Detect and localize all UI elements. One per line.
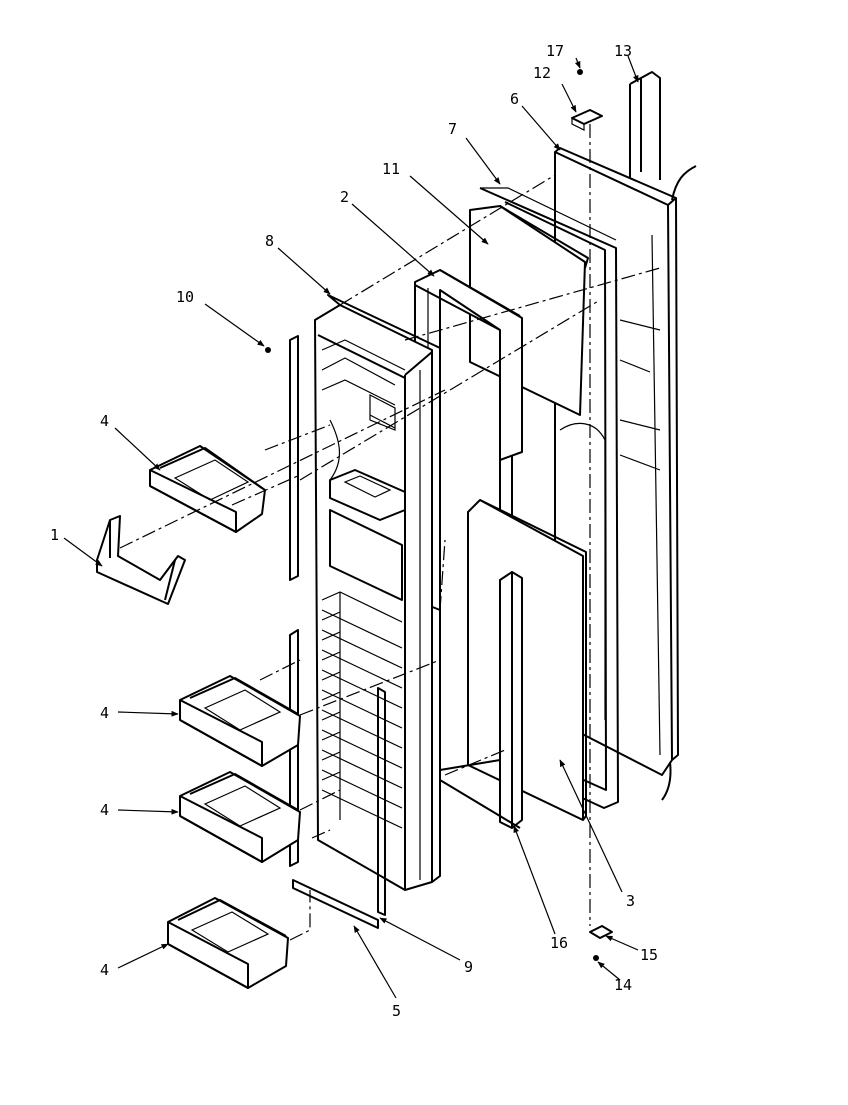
part-4-bin-2 bbox=[179, 675, 301, 767]
callout-2: 2 bbox=[340, 188, 349, 206]
callout-4-c: 4 bbox=[100, 801, 109, 819]
part-8-door-liner bbox=[314, 294, 441, 891]
callout-11: 11 bbox=[382, 160, 400, 178]
part-17-screw bbox=[577, 69, 583, 75]
part-10-screw bbox=[265, 347, 271, 353]
part-11-upper-panel bbox=[469, 205, 589, 416]
callout-8: 8 bbox=[265, 232, 274, 250]
callout-9: 9 bbox=[464, 958, 473, 976]
part-5-bottom-bar bbox=[292, 879, 379, 929]
part-3-lower-panel bbox=[467, 499, 587, 821]
leader-lines bbox=[63, 55, 639, 999]
callout-1: 1 bbox=[50, 526, 59, 544]
part-16-trim-strip bbox=[499, 571, 523, 829]
callout-labels: 17 12 13 6 7 11 2 8 10 4 1 4 4 4 3 16 15… bbox=[50, 42, 658, 1020]
callout-14: 14 bbox=[614, 976, 632, 994]
part-9-strip bbox=[377, 687, 386, 916]
part-14-screw bbox=[593, 955, 599, 961]
part-4-bin-4 bbox=[167, 897, 289, 989]
callout-6: 6 bbox=[510, 90, 519, 108]
callout-12: 12 bbox=[533, 64, 551, 82]
callout-13: 13 bbox=[614, 42, 632, 60]
callout-4-d: 4 bbox=[100, 961, 109, 979]
part-1-bin bbox=[96, 515, 186, 605]
callout-4-a: 4 bbox=[100, 412, 109, 430]
callout-3: 3 bbox=[626, 892, 635, 910]
callout-17: 17 bbox=[546, 42, 564, 60]
callout-5: 5 bbox=[392, 1002, 401, 1020]
callout-7: 7 bbox=[448, 120, 457, 138]
callout-16: 16 bbox=[550, 934, 568, 952]
part-13-channel bbox=[629, 71, 661, 180]
part-10-strips bbox=[289, 335, 299, 867]
part-4-bin-1 bbox=[149, 445, 266, 533]
callout-10: 10 bbox=[176, 288, 194, 306]
callout-4-b: 4 bbox=[100, 704, 109, 722]
part-12-bracket bbox=[571, 109, 603, 131]
alignment-lines bbox=[119, 124, 661, 941]
part-4-bin-3 bbox=[179, 771, 301, 863]
callout-15: 15 bbox=[640, 946, 658, 964]
part-15-bracket bbox=[589, 925, 613, 939]
